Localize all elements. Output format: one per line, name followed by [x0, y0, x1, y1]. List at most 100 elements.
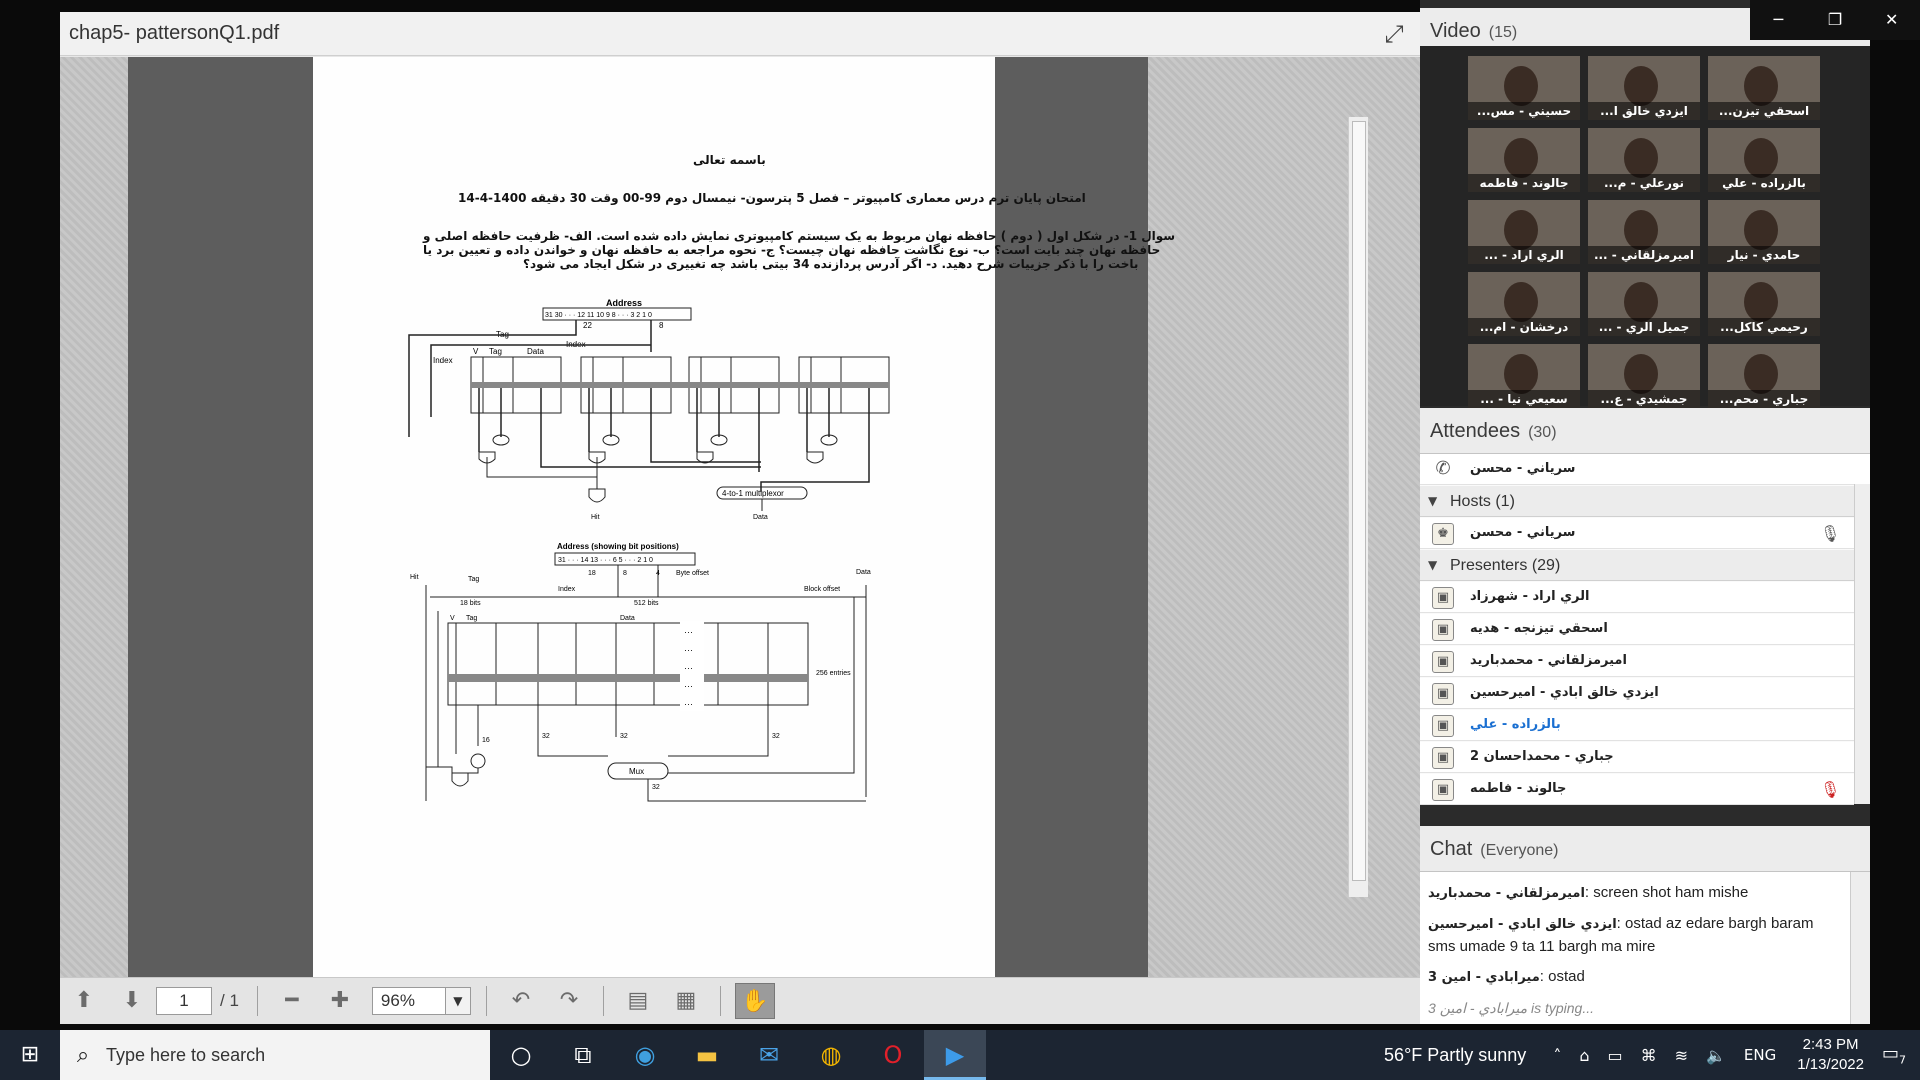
- language-indicator[interactable]: ENG: [1743, 1046, 1777, 1064]
- hand-tool-icon[interactable]: ✋: [734, 983, 775, 1019]
- host-icon: ♚: [1432, 523, 1454, 545]
- video-tile[interactable]: بالزراده - علي: [1708, 128, 1820, 192]
- fig2-address-label: Address (showing bit positions): [557, 542, 679, 551]
- fig2-mux: Mux: [629, 767, 644, 776]
- chrome-icon[interactable]: ◍: [820, 1041, 842, 1069]
- video-tile[interactable]: جميل الري - ...: [1588, 272, 1700, 336]
- battery-icon[interactable]: ▭: [1607, 1045, 1623, 1065]
- collapse-arrow-icon[interactable]: ▼: [1428, 494, 1438, 508]
- video-tile[interactable]: جباري - محم...: [1708, 344, 1820, 408]
- video-tile[interactable]: اسحقي تيزن...: [1708, 56, 1820, 120]
- mail-icon[interactable]: ✉: [758, 1041, 780, 1069]
- presenter-icon: ▣: [1432, 587, 1454, 609]
- minimize-icon[interactable]: ─: [1773, 10, 1784, 29]
- toolbar-separator: [602, 986, 604, 1016]
- video-tile[interactable]: سعيعي نيا - ...: [1468, 344, 1580, 408]
- chat-message: ميرابادي - امين 3: ostad: [1428, 968, 1585, 985]
- rotate-left-icon[interactable]: ↶: [511, 988, 531, 1013]
- attendees-header: Attendees(30): [1420, 408, 1870, 454]
- zoom-select[interactable]: 96% ▼: [371, 987, 471, 1015]
- fig1-v-col: V: [473, 347, 479, 356]
- next-page-icon[interactable]: ⬇: [122, 988, 142, 1013]
- weather-widget[interactable]: 56°F Partly sunny: [1384, 1044, 1527, 1065]
- chat-scope: (Everyone): [1480, 842, 1559, 859]
- chat-scrollbar[interactable]: [1850, 872, 1870, 1024]
- video-tile[interactable]: ايزدي خالق ا...: [1588, 56, 1700, 120]
- previous-page-icon[interactable]: ⬆: [74, 988, 94, 1013]
- network-icon[interactable]: ⌘: [1640, 1045, 1657, 1065]
- video-tile[interactable]: حسيني - مس...: [1468, 56, 1580, 120]
- fig1-data-out: Data: [753, 514, 768, 521]
- collapse-arrow-icon[interactable]: ▼: [1428, 558, 1438, 572]
- host-row[interactable]: ♚ سرياني - محسن 🎙: [1420, 518, 1854, 549]
- close-icon[interactable]: ✕: [1884, 10, 1899, 29]
- microphone-icon[interactable]: 🎙: [1820, 524, 1841, 543]
- presenter-row[interactable]: ▣بالزراده - علي: [1420, 710, 1854, 741]
- video-tile[interactable]: اميرمزلقاني - ...: [1588, 200, 1700, 264]
- fig2-hit-label: Hit: [410, 574, 419, 581]
- zoom-out-icon[interactable]: ━: [285, 988, 299, 1013]
- fullscreen-icon[interactable]: ⤢: [1384, 20, 1404, 48]
- fig1-bit-positions: 31 30 · · · 12 11 10 9 8 · · · 3 2 1 0: [545, 312, 652, 319]
- fig2-block-offset: Block offset: [804, 586, 840, 593]
- presenter-row[interactable]: ▣ايزدي خالق ابادي - اميرحسين: [1420, 678, 1854, 709]
- taskbar-search[interactable]: ⌕ Type here to search: [60, 1030, 490, 1080]
- presenter-row[interactable]: ▣جالوند - فاطمه🎙: [1420, 774, 1854, 805]
- zoom-in-icon[interactable]: ✚: [330, 988, 350, 1013]
- chevron-up-icon[interactable]: ˄: [1553, 1045, 1562, 1065]
- device-icon[interactable]: ⌂: [1579, 1045, 1590, 1065]
- clock[interactable]: 2:43 PM 1/13/2022: [1797, 1035, 1864, 1075]
- fig2-index-bits: 8: [623, 570, 627, 577]
- video-tile[interactable]: جمشيدي - ع...: [1588, 344, 1700, 408]
- notifications-icon[interactable]: ▭7: [1881, 1043, 1906, 1067]
- hosts-group[interactable]: ▼ Hosts (1): [1420, 486, 1854, 517]
- single-page-icon[interactable]: ▤: [627, 988, 649, 1013]
- maximize-icon[interactable]: ❐: [1827, 10, 1843, 29]
- page-number-input[interactable]: 1: [156, 987, 212, 1015]
- presenter-row[interactable]: ▣اسحقي تيزنجه - هديه: [1420, 614, 1854, 645]
- cortana-icon[interactable]: ○: [510, 1041, 532, 1069]
- video-tile[interactable]: رحيمي كاكل...: [1708, 272, 1820, 336]
- video-tile[interactable]: الري اراد - ...: [1468, 200, 1580, 264]
- video-count: (15): [1488, 24, 1518, 41]
- fig1-hit-label: Hit: [591, 514, 600, 521]
- presenter-row[interactable]: ▣اميرمزلقاني - محمدباريد: [1420, 646, 1854, 677]
- pdf-viewer: chap5- pattersonQ1.pdf ⤢ باسمه تعالی امت…: [60, 12, 1420, 1024]
- speaking-user[interactable]: ✆ سرياني - محسن: [1420, 454, 1870, 485]
- rotate-right-icon[interactable]: ↷: [559, 988, 579, 1013]
- windows-start-icon[interactable]: ⊞: [20, 1042, 40, 1067]
- cache-diagram-2: Address (showing bit positions) 31 · · ·…: [410, 542, 871, 802]
- video-tile[interactable]: جالوند - فاطمه: [1468, 128, 1580, 192]
- continuous-page-icon[interactable]: ▦: [675, 988, 697, 1013]
- file-explorer-icon[interactable]: ▬: [695, 1041, 719, 1069]
- presenter-icon: ▣: [1432, 715, 1454, 737]
- pdf-vertical-scrollbar[interactable]: [1348, 117, 1368, 897]
- video-tile[interactable]: نورعلي - م...: [1588, 128, 1700, 192]
- page-total: / 1: [220, 991, 239, 1010]
- scrollbar-thumb[interactable]: [1352, 121, 1366, 881]
- clock-time: 2:43 PM: [1802, 1036, 1859, 1053]
- video-tile[interactable]: درخشان - ام...: [1468, 272, 1580, 336]
- presenter-icon: ▣: [1432, 651, 1454, 673]
- fig2-32d: 32: [652, 784, 660, 791]
- fig1-index-bits: 8: [659, 321, 664, 330]
- chevron-down-icon[interactable]: ▼: [444, 987, 471, 1015]
- video-grid: حسيني - مس... ايزدي خالق ا... اسحقي تيزن…: [1420, 46, 1870, 408]
- presenter-row[interactable]: ▣جباري - محمداحسان 2: [1420, 742, 1854, 773]
- opera-icon[interactable]: O: [883, 1041, 903, 1069]
- task-view-icon[interactable]: ⧉: [574, 1041, 592, 1069]
- microphone-muted-icon[interactable]: 🎙: [1820, 780, 1841, 799]
- meeting-app-icon[interactable]: ▶: [924, 1030, 986, 1080]
- volume-icon[interactable]: 🔈: [1706, 1045, 1726, 1065]
- video-tile[interactable]: حامدي - نيار: [1708, 200, 1820, 264]
- presenters-group[interactable]: ▼ Presenters (29): [1420, 550, 1854, 581]
- attendees-scrollbar[interactable]: [1854, 484, 1870, 804]
- presenter-row[interactable]: ▣الري اراد - شهرزاد: [1420, 582, 1854, 613]
- fig2-index-label: Index: [558, 586, 576, 593]
- wifi-icon[interactable]: ≋: [1674, 1045, 1688, 1065]
- fig2-data-label: Data: [856, 569, 871, 576]
- pdf-title-bar: chap5- pattersonQ1.pdf ⤢: [60, 12, 1420, 56]
- video-title: Video: [1430, 20, 1481, 42]
- edge-browser-icon[interactable]: ◉: [634, 1041, 656, 1069]
